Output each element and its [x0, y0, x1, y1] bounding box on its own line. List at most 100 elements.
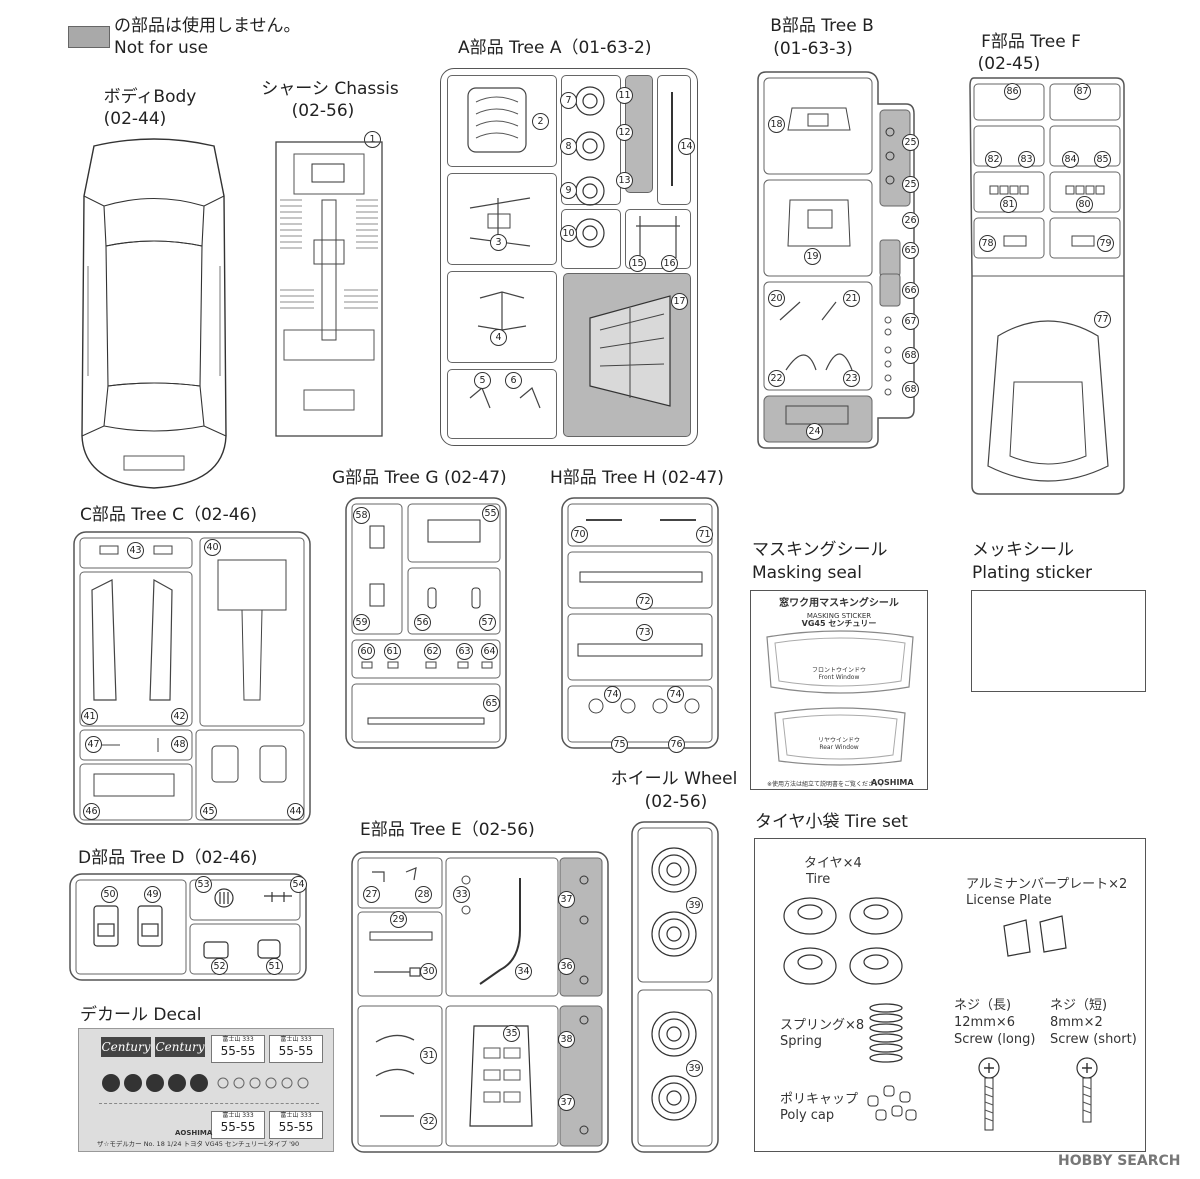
wheel-code: (02-56) [644, 792, 708, 812]
part-number: 13 [616, 172, 633, 189]
part-number: 52 [211, 958, 228, 975]
part-number: 17 [671, 293, 688, 310]
tree-e-title: E部品 Tree E（02-56) [360, 820, 535, 840]
decal-plate-2-num: 55-55 [278, 1044, 314, 1058]
decal-plate-4-top: 富士山 333 [280, 1112, 312, 1119]
plating-en: Plating sticker [972, 563, 1093, 583]
screw-short-size: 8mm×2 [1050, 1015, 1103, 1030]
part-number: 79 [1097, 235, 1114, 252]
part-number: 29 [390, 911, 407, 928]
tree-c-frame [73, 531, 311, 825]
part-number: 85 [1094, 151, 1111, 168]
body-title: ボディBody [103, 87, 197, 107]
part-number: 71 [696, 526, 713, 543]
masking-brand: AOSHIMA [871, 778, 914, 787]
decal-script-2: Century [155, 1037, 205, 1057]
part-number: 70 [571, 526, 588, 543]
part-number: 73 [636, 624, 653, 641]
legend-jp: の部品は使用しません。 [114, 16, 301, 36]
part-number: 65 [483, 695, 500, 712]
part-number: 9 [560, 182, 577, 199]
part-number: 32 [420, 1113, 437, 1130]
part-number: 55 [482, 505, 499, 522]
part-number: 53 [195, 876, 212, 893]
part-number: 1 [364, 131, 381, 148]
part-number: 22 [768, 370, 785, 387]
tree-d-frame [69, 873, 307, 981]
masking-front-jp: フロントウインドウ [811, 667, 866, 674]
masking-rear-jp: リヤウインドウ [817, 737, 860, 744]
tree-a-parts [467, 86, 680, 409]
body-drawing [81, 138, 227, 489]
tree-f-title: F部品 Tree F [981, 32, 1081, 52]
part-number: 51 [266, 958, 283, 975]
tree-h-title: H部品 Tree H (02-47) [550, 468, 724, 488]
tree-b-frame [757, 71, 915, 449]
part-number: 84 [1062, 151, 1079, 168]
part-number: 16 [661, 255, 678, 272]
polycap-drawing [867, 1085, 917, 1121]
part-number: 72 [636, 593, 653, 610]
tree-h-frame [561, 497, 719, 749]
plating-sheet [971, 590, 1146, 692]
tire-en: Tire [806, 872, 831, 887]
decal-plate-1-num: 55-55 [220, 1044, 256, 1058]
masking-front-en: Front Window [818, 674, 860, 681]
part-number: 65 [902, 242, 919, 259]
decal-plate-1: 富士山 333 55-55 [211, 1035, 265, 1063]
screw-short-drawing [1076, 1057, 1098, 1123]
decal-strip [99, 1103, 319, 1112]
part-number: 4 [490, 329, 507, 346]
part-number: 37 [558, 891, 575, 908]
part-number: 8 [560, 138, 577, 155]
part-number: 50 [101, 886, 118, 903]
masking-sheet-sub: MASKING STICKER [806, 612, 872, 620]
part-number: 82 [985, 151, 1002, 168]
part-number: 30 [420, 963, 437, 980]
plate-jp: アルミナンバープレート×2 [966, 877, 1128, 892]
part-number: 31 [420, 1047, 437, 1064]
screw-long-size: 12mm×6 [954, 1015, 1016, 1030]
part-number: 25 [902, 134, 919, 151]
masking-note: ※使用方法は組立て説明書をご覧ください。 [767, 781, 887, 788]
part-number: 68 [902, 347, 919, 364]
part-number: 35 [503, 1025, 520, 1042]
decal-sheet: Century Century 富士山 333 55-55 富士山 333 55… [78, 1028, 334, 1152]
part-number: 18 [768, 116, 785, 133]
part-number: 60 [358, 643, 375, 660]
decal-plate-4: 富士山 333 55-55 [269, 1111, 323, 1139]
part-number: 58 [353, 507, 370, 524]
spring-en: Spring [780, 1034, 822, 1049]
part-number: 3 [490, 234, 507, 251]
decal-script-1: Century [101, 1037, 151, 1057]
decal-plate-4-num: 55-55 [278, 1120, 314, 1134]
wheel-frame [631, 821, 719, 1153]
part-number: 83 [1018, 151, 1035, 168]
decal-plate-3-top: 富士山 333 [222, 1112, 254, 1119]
part-number: 26 [902, 212, 919, 229]
part-number: 61 [384, 643, 401, 660]
screw-long-drawing [978, 1057, 1000, 1131]
chassis-title: シャーシ Chassis [261, 79, 399, 99]
watermark: HOBBY SEARCH [1058, 1153, 1181, 1169]
polycap-en: Poly cap [780, 1108, 835, 1123]
part-number: 78 [979, 235, 996, 252]
legend-swatch [68, 26, 110, 48]
part-number: 74 [604, 686, 621, 703]
tree-b-code: (01-63-3) [773, 39, 853, 59]
masking-rear-en: Rear Window [819, 744, 859, 751]
part-number: 74 [667, 686, 684, 703]
part-number: 46 [83, 803, 100, 820]
part-number: 24 [806, 423, 823, 440]
part-number: 34 [515, 963, 532, 980]
spring-jp: スプリング×8 [780, 1018, 865, 1033]
screw-short-en: Screw (short) [1050, 1032, 1137, 1047]
decal-footer: ザ☆モデルカー No. 18 1/24 トヨタ VG45 センチュリーLタイプ … [97, 1140, 300, 1148]
part-number: 63 [456, 643, 473, 660]
screw-short-jp: ネジ（短) [1050, 998, 1108, 1013]
part-number: 45 [200, 803, 217, 820]
part-number: 36 [558, 958, 575, 975]
part-number: 48 [171, 736, 188, 753]
chassis-code: (02-56) [291, 101, 355, 121]
part-number: 25 [902, 176, 919, 193]
